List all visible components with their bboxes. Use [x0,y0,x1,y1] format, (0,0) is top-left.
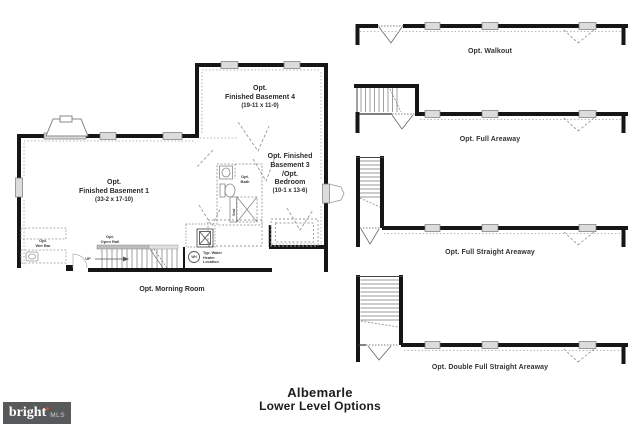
window-well-right [328,183,345,204]
plan-name-title: Albemarle [287,385,353,400]
label-seat: Seat [232,208,236,216]
label-opt-full-straight-areaway: Opt. Full Straight Areaway [445,249,535,256]
option-full-areaway-drawing [354,84,628,133]
label-basement4: Opt. Finished Basement 4 (19-11 x 11-0) [224,85,296,109]
option-full-straight-areaway-drawing [356,156,628,247]
label-up: UP [85,255,91,261]
label-wet-bar: Opt. Wet Bar [35,238,51,248]
door-swings-dashed [196,121,314,231]
label-basement1: Opt. Finished Basement 1 (33-2 x 17-10) [78,179,150,203]
water-heater [188,228,214,263]
main-plan-interior-walls [66,225,272,271]
logo-dot-icon [46,407,50,410]
option-double-full-straight-areaway-drawing [356,275,628,364]
option-walkout-drawing [355,22,628,45]
bright-mls-logo: bright MLS [3,402,71,424]
label-water-heater: Typ. Water Heater Location [203,251,222,265]
insulation-hatch [23,69,322,265]
wet-bar [20,227,88,269]
label-opt-walkout: Opt. Walkout [467,48,513,55]
label-opt-bath: Opt. Bath [240,174,250,184]
label-open-rail: Opt. Open Rail [100,234,120,244]
logo-suffix-text: MLS [50,411,66,419]
label-opt-double-full-straight-areaway: Opt. Double Full Straight Areaway [431,364,549,371]
label-opt-full-areaway: Opt. Full Areaway [459,136,521,143]
bathroom-fixtures [216,163,263,226]
logo-brand-text: bright [8,405,47,420]
label-basement3-bedroom: Opt. Finished Basement 3 /Opt. Bedroom (… [267,153,313,194]
label-morning-room: Opt. Morning Room [139,286,205,293]
main-stairs [95,244,179,269]
label-wh: WH [191,255,197,260]
fireplace-bay [45,115,89,137]
plan-subtitle: Lower Level Options [259,399,381,413]
optional-dashed-boxes [185,218,319,248]
